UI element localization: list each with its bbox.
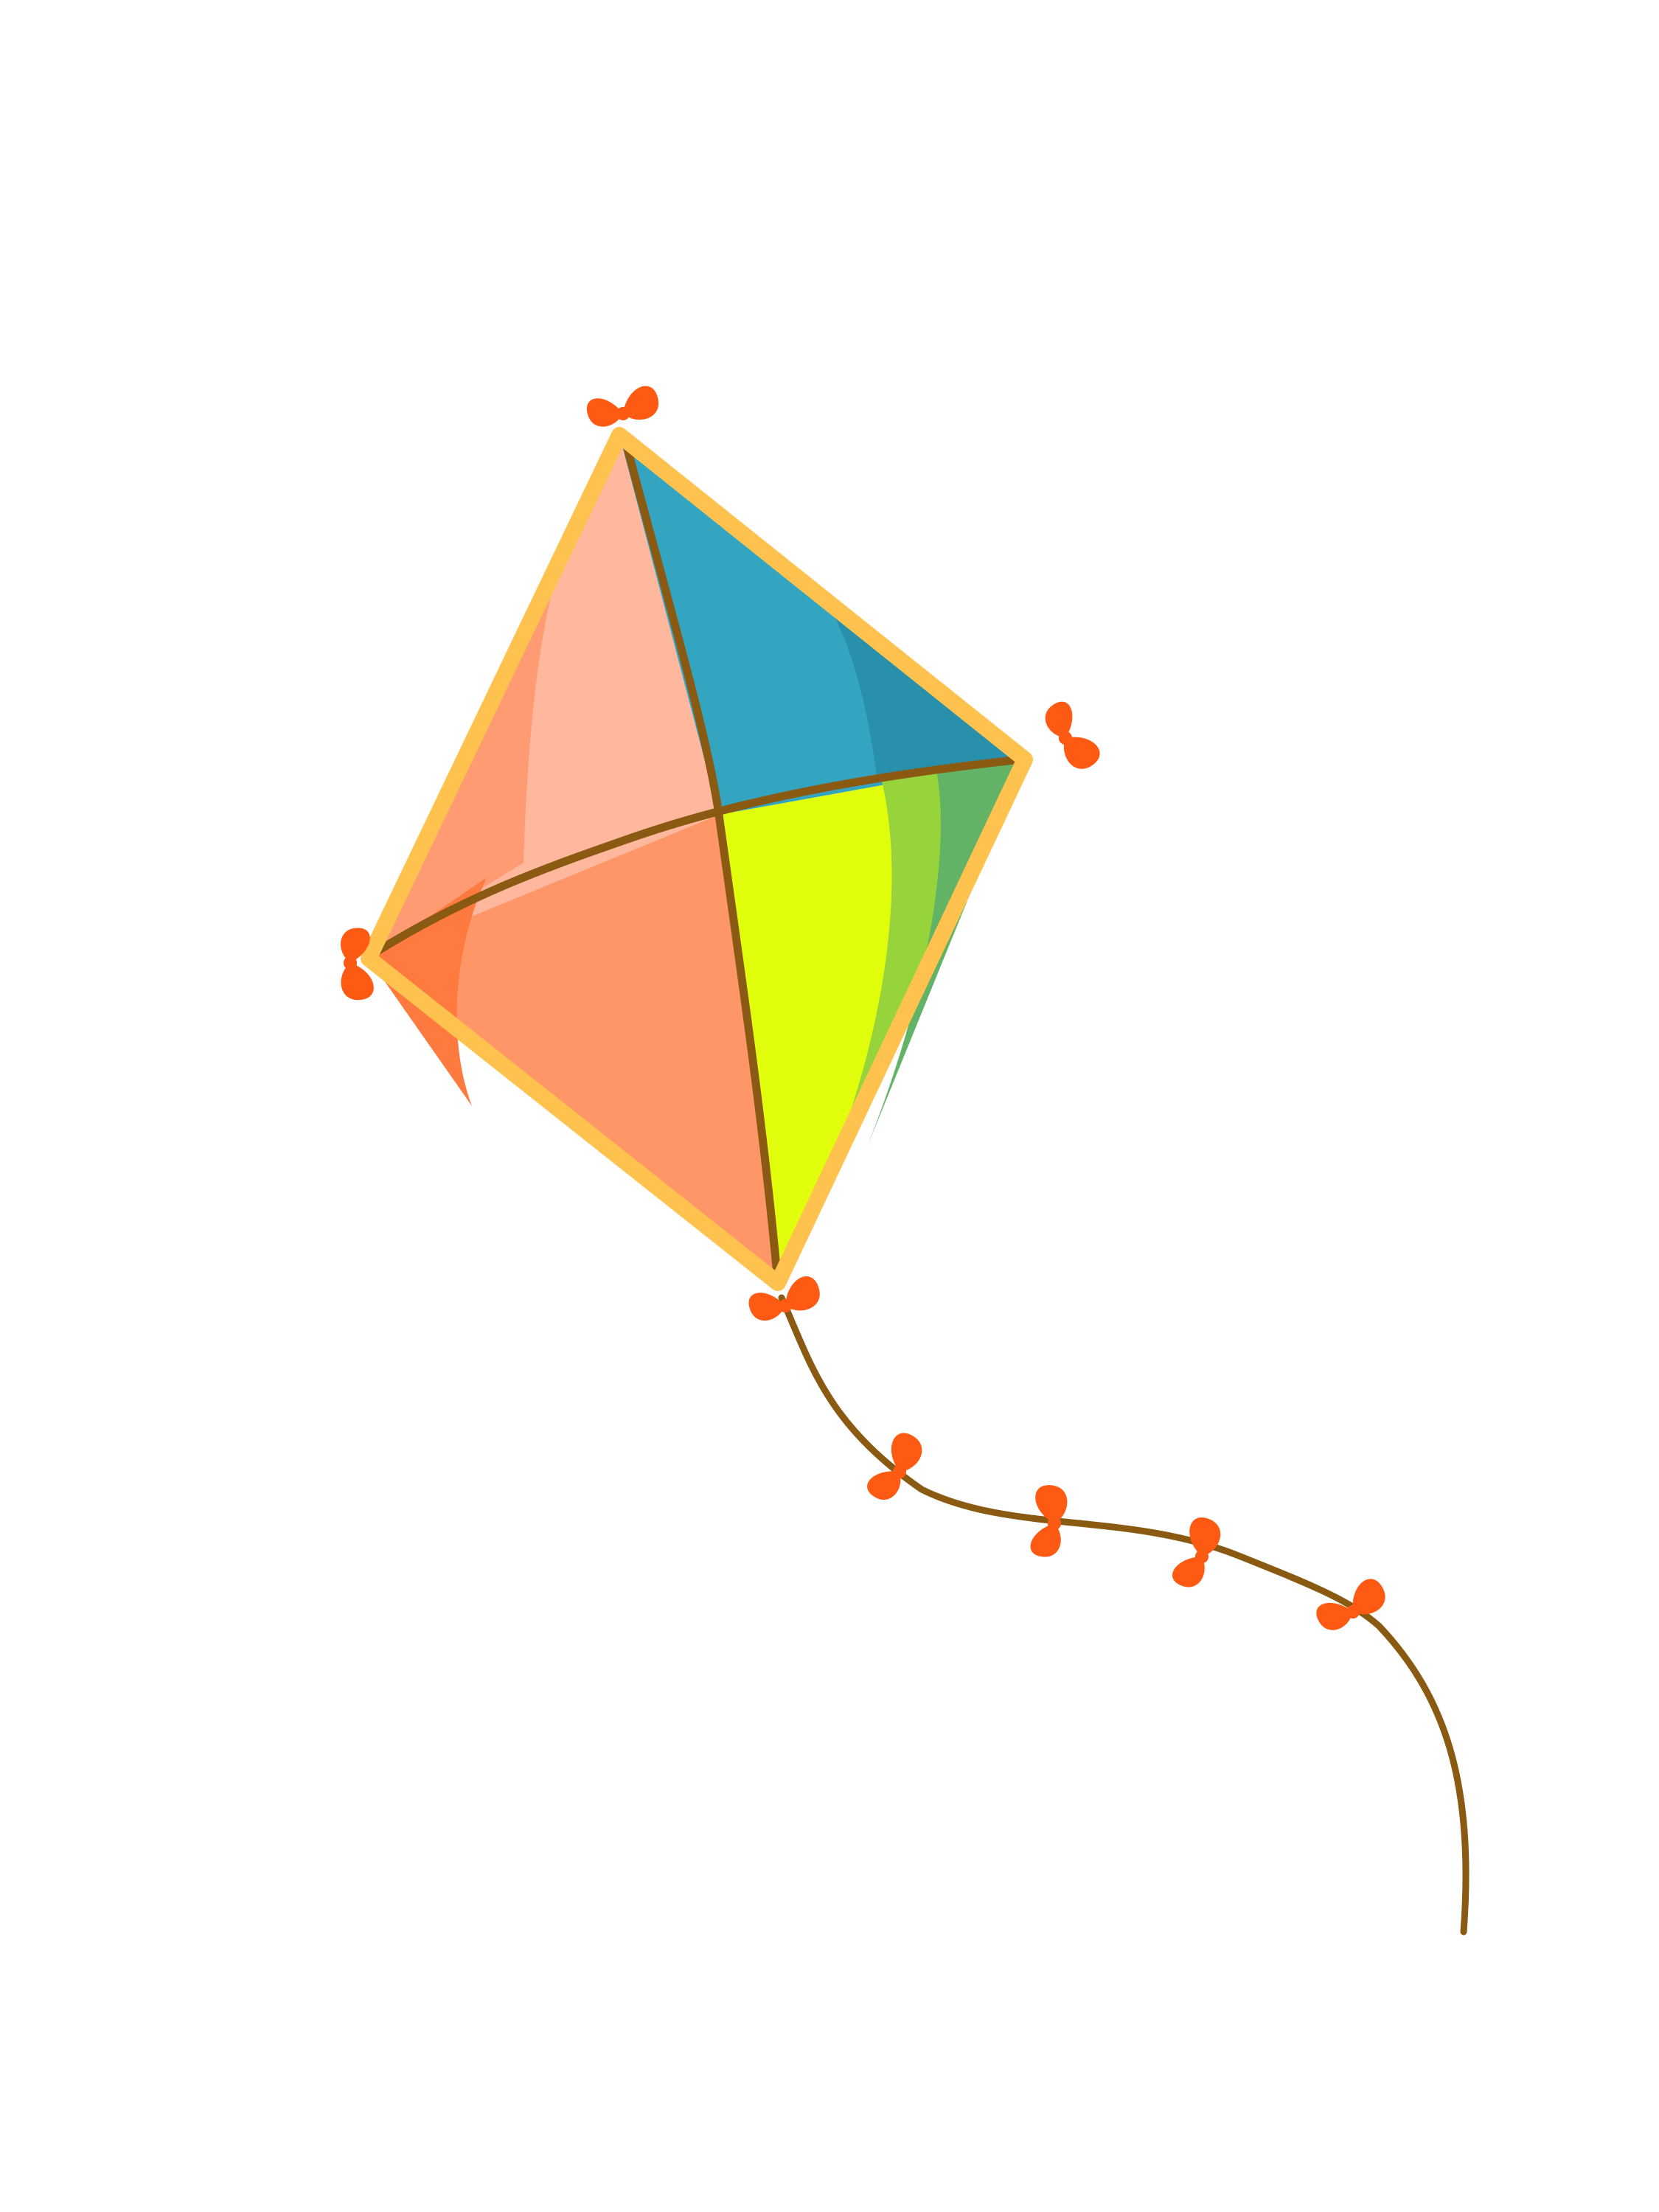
kite-sail [369, 435, 1025, 1283]
kite-spars [373, 442, 1026, 1287]
kite-spar-vertical [622, 442, 782, 1287]
kite-frame [361, 427, 1033, 1291]
bow-icon [1039, 695, 1105, 776]
bow-icon [584, 383, 661, 430]
tail-string [778, 1294, 1470, 1935]
sail-panel-bottom-left [369, 815, 778, 1283]
kite-spar-horizontal [373, 755, 1026, 956]
bow-icon [1166, 1512, 1227, 1593]
sail-panel-bottom-left-shade [369, 877, 487, 1106]
